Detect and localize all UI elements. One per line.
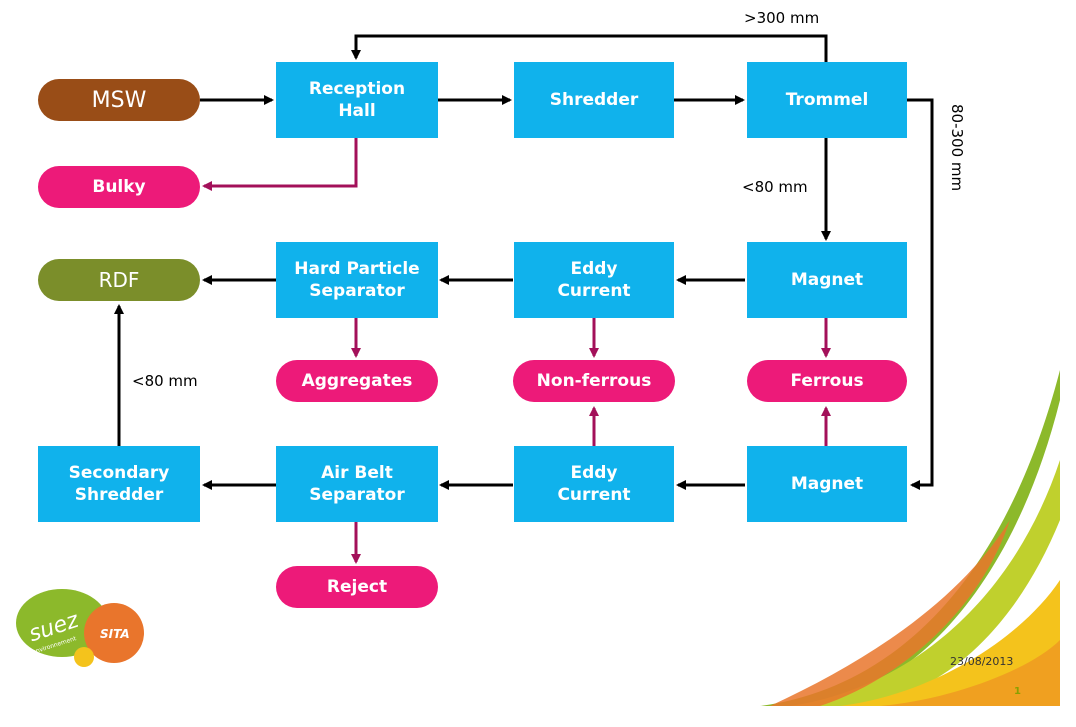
sita-logo-text: SITA — [100, 627, 130, 641]
label-oversize-300mm: >300 mm — [744, 9, 820, 27]
non-ferrous-node: Non-ferrous — [513, 360, 675, 402]
reception-hall-box: Reception Hall — [276, 62, 438, 138]
trommel-box: Trommel — [747, 62, 907, 138]
eddy-current-box-2: Eddy Current — [514, 446, 674, 522]
msw-node: MSW — [38, 79, 200, 121]
shredder-box: Shredder — [514, 62, 674, 138]
slide-page-number: 1 — [1014, 686, 1021, 697]
label-secondary-80mm: <80 mm — [132, 372, 198, 390]
hard-particle-separator-box: Hard Particle Separator — [276, 242, 438, 318]
magnet-box-1: Magnet — [747, 242, 907, 318]
label-undersize-80mm: <80 mm — [742, 178, 808, 196]
air-belt-separator-box: Air Belt Separator — [276, 446, 438, 522]
ferrous-node: Ferrous — [747, 360, 907, 402]
slide-date: 23/08/2013 — [950, 655, 1014, 668]
reject-node: Reject — [276, 566, 438, 608]
aggregates-node: Aggregates — [276, 360, 438, 402]
magnet-box-2: Magnet — [747, 446, 907, 522]
arrow-trommel-to-magnet2 — [907, 98, 934, 490]
arrow-reception-to-bulky — [202, 138, 358, 191]
secondary-shredder-box: Secondary Shredder — [38, 446, 200, 522]
rdf-node: RDF — [38, 259, 200, 301]
arrow-trommel-oversize-loop — [351, 34, 828, 62]
eddy-current-box-1: Eddy Current — [514, 242, 674, 318]
bulky-node: Bulky — [38, 166, 200, 208]
